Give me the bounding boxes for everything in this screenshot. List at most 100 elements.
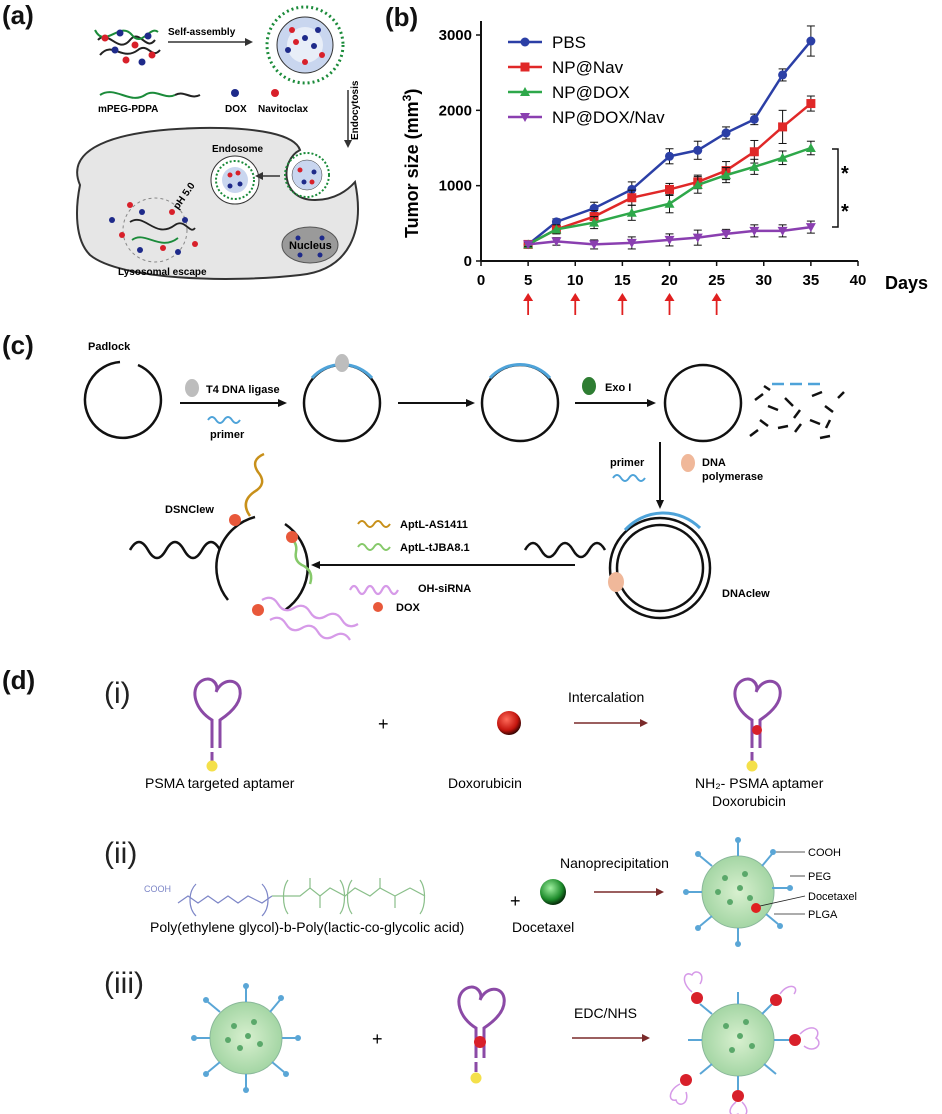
injection-arrowhead	[570, 293, 581, 301]
polymer-cluster	[94, 29, 161, 66]
chart-series-group	[523, 25, 816, 250]
panel-label-c: (c)	[2, 330, 34, 360]
data-point-np-dox	[589, 217, 600, 227]
x-tick-label: 15	[614, 272, 631, 289]
label-nucleus: Nucleus	[289, 240, 332, 252]
data-point-np-dox	[777, 152, 788, 162]
legend-label-pbs: PBS	[552, 33, 586, 52]
chart-xlabel-days: Days	[885, 273, 928, 293]
data-point-np-dox-nav	[805, 223, 816, 233]
micelle	[265, 5, 345, 85]
nucleus	[281, 226, 339, 264]
label-ligase: T4 DNA ligase	[206, 384, 280, 396]
plus-iii: +	[372, 1029, 383, 1049]
data-point-np-dox-nav	[589, 240, 600, 250]
x-tick-label: 40	[850, 272, 867, 289]
label-cooh: COOH	[808, 847, 841, 859]
sig-star-2: *	[841, 201, 849, 223]
data-point-np-dox-nav	[551, 237, 562, 247]
data-point-np-nav	[749, 147, 759, 157]
label-padlock: Padlock	[88, 341, 131, 353]
plus-ii: +	[510, 891, 521, 911]
series-line-np-nav	[527, 102, 812, 246]
label-edc-nhs: EDC/NHS	[574, 1005, 637, 1021]
injection-arrowhead	[664, 293, 675, 301]
docetaxel-sphere	[540, 879, 566, 905]
targeted-nanoparticle	[669, 971, 820, 1114]
micelle-entering	[284, 152, 330, 198]
exo-icon	[582, 377, 596, 395]
label-navitoclax: Navitoclax	[258, 104, 308, 115]
label-docetaxel: Docetaxel	[512, 919, 574, 935]
primer-icon-1	[207, 416, 241, 424]
label-exo: Exo I	[605, 382, 631, 394]
aptamer-dox-complex	[733, 677, 782, 772]
panel-c-schematic: Padlock T4 DNA ligase primer Exo I prime…	[83, 341, 845, 641]
dox-icon	[373, 602, 383, 612]
label-d-iii: (iii)	[104, 967, 144, 1000]
label-self-assembly: Self-assembly	[168, 27, 236, 38]
legend-marker-np-dox	[520, 87, 530, 96]
series-line-np-dox	[527, 146, 812, 246]
injection-arrowhead	[617, 293, 628, 301]
injection-arrowhead	[711, 293, 722, 301]
ligase-icon	[185, 379, 199, 397]
legend-marker-np-dox-nav	[520, 113, 530, 122]
data-point-np-dox-nav	[692, 233, 703, 243]
data-point-np-dox-nav	[626, 238, 637, 248]
x-tick-label: 25	[708, 272, 725, 289]
chart-ylabel: Tumor size (mm3)	[400, 89, 422, 238]
label-product-1: NH₂- PSMA aptamer	[695, 775, 824, 791]
peg-plga-structure	[177, 878, 426, 917]
data-point-np-dox-nav	[777, 226, 788, 236]
label-d-i: (i)	[104, 677, 131, 710]
panel-label-d: (d)	[2, 665, 36, 695]
label-plga: PLGA	[808, 909, 838, 921]
label-intercalation: Intercalation	[568, 689, 644, 705]
y-tick-label: 0	[464, 253, 472, 270]
legend-label-np-nav: NP@Nav	[552, 58, 624, 77]
sig-star-1: *	[841, 163, 849, 185]
data-point-np-dox	[721, 170, 732, 180]
data-point-np-nav	[806, 99, 816, 109]
data-point-pbs	[627, 184, 637, 194]
label-chem-cooh: COOH	[144, 884, 171, 894]
data-point-np-nav	[665, 184, 674, 194]
x-tick-label: 30	[755, 272, 772, 289]
nanoparticle-ii	[683, 837, 806, 947]
aptl-tjba-icon	[357, 543, 391, 551]
x-tick-label: 10	[567, 272, 584, 289]
data-point-pbs	[778, 70, 788, 80]
degraded-fragments	[749, 382, 845, 440]
polymerase-line-2: polymerase	[702, 471, 763, 483]
legend-marker-np-nav	[520, 62, 530, 72]
primer-icon-2	[612, 474, 646, 482]
data-point-pbs	[721, 128, 731, 138]
label-nanoprecipitation: Nanoprecipitation	[560, 855, 669, 871]
y-tick-label: 2000	[439, 102, 472, 119]
data-point-np-dox-nav	[664, 235, 675, 245]
polymerase-line-1: DNA	[702, 457, 726, 469]
data-point-np-dox	[551, 224, 562, 234]
label-d-ii: (ii)	[104, 837, 138, 870]
data-point-np-dox	[805, 143, 816, 152]
legend-label-np-dox: NP@DOX	[552, 83, 630, 102]
label-psma: PSMA targeted aptamer	[145, 775, 295, 791]
data-point-np-dox	[749, 161, 760, 171]
data-point-pbs	[551, 217, 561, 227]
x-tick-label: 5	[524, 272, 532, 289]
panel-label-b: (b)	[385, 2, 419, 32]
label-peg-plga: Poly(ethylene glycol)-b-Poly(lactic-co-g…	[150, 919, 464, 935]
label-aptl-tjba: AptL-tJBA8.1	[400, 542, 470, 554]
doxorubicin-sphere	[497, 711, 521, 735]
padlock-circle	[83, 360, 163, 440]
data-point-np-dox-nav	[721, 229, 732, 239]
label-dsnclew: DSNClew	[165, 504, 214, 516]
plus-i: +	[378, 714, 389, 734]
data-point-pbs	[806, 36, 816, 46]
data-point-np-dox	[626, 207, 637, 217]
aptl-as1411-icon	[357, 520, 391, 528]
lysosome-dashed	[122, 197, 188, 263]
endosome	[210, 155, 260, 205]
